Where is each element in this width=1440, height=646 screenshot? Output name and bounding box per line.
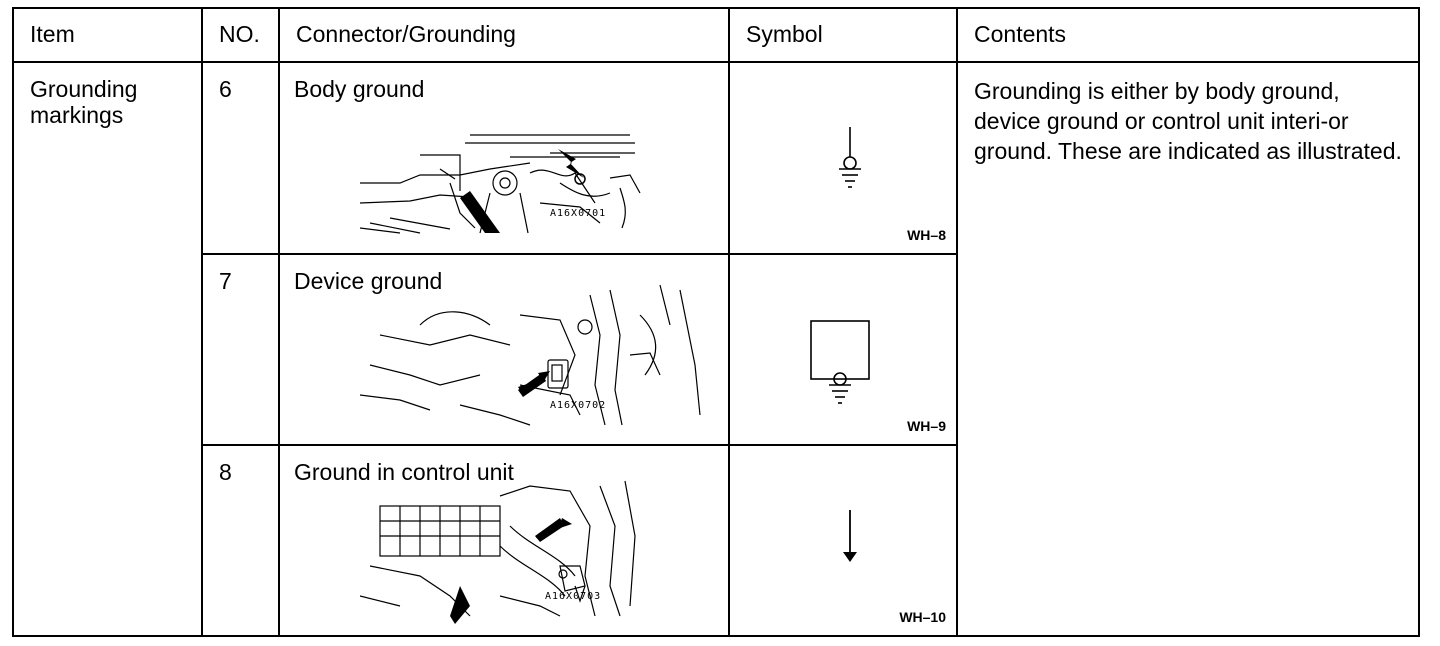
control-unit-ground-symbol-icon: [843, 509, 857, 562]
symbol-cell: WH–9: [728, 252, 958, 446]
figure-code: A16X0702: [550, 400, 606, 411]
symbol-cell: WH–10: [728, 443, 958, 638]
symbol-code: WH–8: [907, 226, 946, 243]
table-row: 7 Device ground: [13, 252, 1419, 446]
table-row: 8 Ground in control unit: [13, 443, 1419, 638]
connector-label: Body ground: [294, 76, 425, 103]
figure-code: A16X0701: [550, 208, 606, 219]
header-no: NO.: [219, 21, 260, 47]
header-connector: Connector/Grounding: [296, 21, 516, 47]
control-unit-ground-illustration: A16X0703: [360, 480, 636, 624]
header-row: Item NO. Connector/Grounding Symbol Cont…: [12, 6, 1420, 64]
grounding-table: Item NO. Connector/Grounding Symbol Cont…: [12, 6, 1420, 638]
row-number: 8: [219, 458, 232, 485]
device-ground-illustration: A16X0702: [360, 284, 701, 426]
header-contents: Contents: [974, 21, 1067, 47]
header-symbol: Symbol: [746, 21, 823, 47]
row-number: 7: [219, 267, 232, 294]
device-ground-symbol-icon: [810, 319, 870, 404]
contents-text: Grounding is either by body ground, devi…: [974, 78, 1402, 165]
body-ground-symbol-icon: [839, 127, 861, 189]
symbol-code: WH–9: [907, 417, 946, 434]
symbol-code: WH–10: [899, 609, 946, 625]
header-contents-cell: Contents: [956, 6, 1420, 64]
item-label: Grounding markings: [30, 76, 138, 129]
connector-cell: Device ground: [278, 252, 730, 446]
no-cell: 7: [201, 252, 280, 446]
header-symbol-cell: Symbol: [728, 6, 958, 64]
row-number: 6: [219, 76, 232, 103]
header-no-cell: NO.: [201, 6, 280, 64]
connector-label: Device ground: [294, 267, 443, 294]
symbol-cell: WH–8: [728, 61, 958, 255]
header-item: Item: [30, 21, 75, 47]
no-cell: 6: [201, 61, 280, 255]
header-connector-cell: Connector/Grounding: [278, 6, 730, 64]
item-cell: Grounding markings: [12, 61, 203, 637]
figure-code: A16X0703: [545, 591, 601, 602]
body-ground-illustration: A16X0701: [360, 134, 641, 234]
connector-cell: Ground in control unit: [278, 443, 730, 638]
contents-cell: Grounding is either by body ground, devi…: [956, 61, 1420, 637]
no-cell: 8: [201, 443, 280, 638]
table-row: Grounding markings 6 Body ground: [12, 61, 1420, 637]
header-item-cell: Item: [12, 6, 203, 64]
connector-label: Ground in control unit: [294, 458, 514, 485]
connector-cell: Body ground: [278, 61, 730, 255]
